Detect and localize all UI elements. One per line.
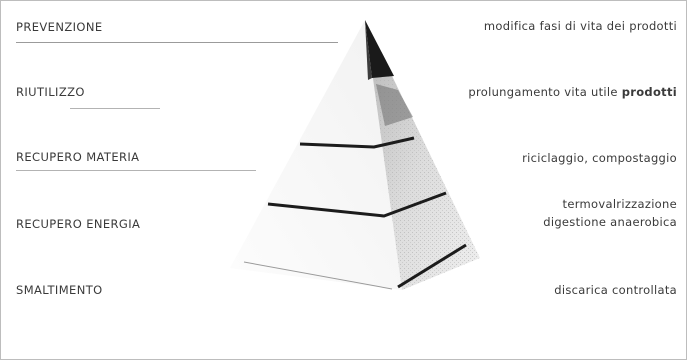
level-name-prevenzione: PREVENZIONE [16,20,103,34]
level-description-riutilizzo: prolungamento vita utile prodotti [468,85,677,99]
separator-3 [16,170,256,171]
level-name-riutilizzo: RIUTILIZZO [16,85,85,99]
level-description-recupero-energia-2: digestione anaerobica [543,215,677,229]
pyramid-band-riutilizzo [376,84,413,126]
level-description-riutilizzo-bold: prodotti [621,85,677,99]
tier-line-smaltimento [397,243,467,289]
pyramid-left-face [230,20,402,290]
base-left-edge [243,261,393,290]
level-name-recupero-materia: RECUPERO MATERIA [16,150,140,164]
level-name-recupero-energia: RECUPERO ENERGIA [16,217,141,231]
level-description-recupero-energia-1: termovalrizzazione [562,197,677,211]
level-description-prevenzione: modifica fasi di vita dei prodotti [483,19,677,33]
level-description-riutilizzo-text: prolungamento vita utile [468,85,622,99]
separator-2 [70,108,160,109]
level-name-smaltimento: SMALTIMENTO [16,283,103,297]
level-description-smaltimento: discarica controllata [554,283,677,297]
pyramid-apex-prevenzione [365,20,394,78]
level-description-recupero-materia: riciclaggio, compostaggio [522,151,677,165]
separator-1 [16,42,338,43]
tier-line-recupero-materia [299,136,415,149]
tier-line-recupero-energia [267,191,447,218]
